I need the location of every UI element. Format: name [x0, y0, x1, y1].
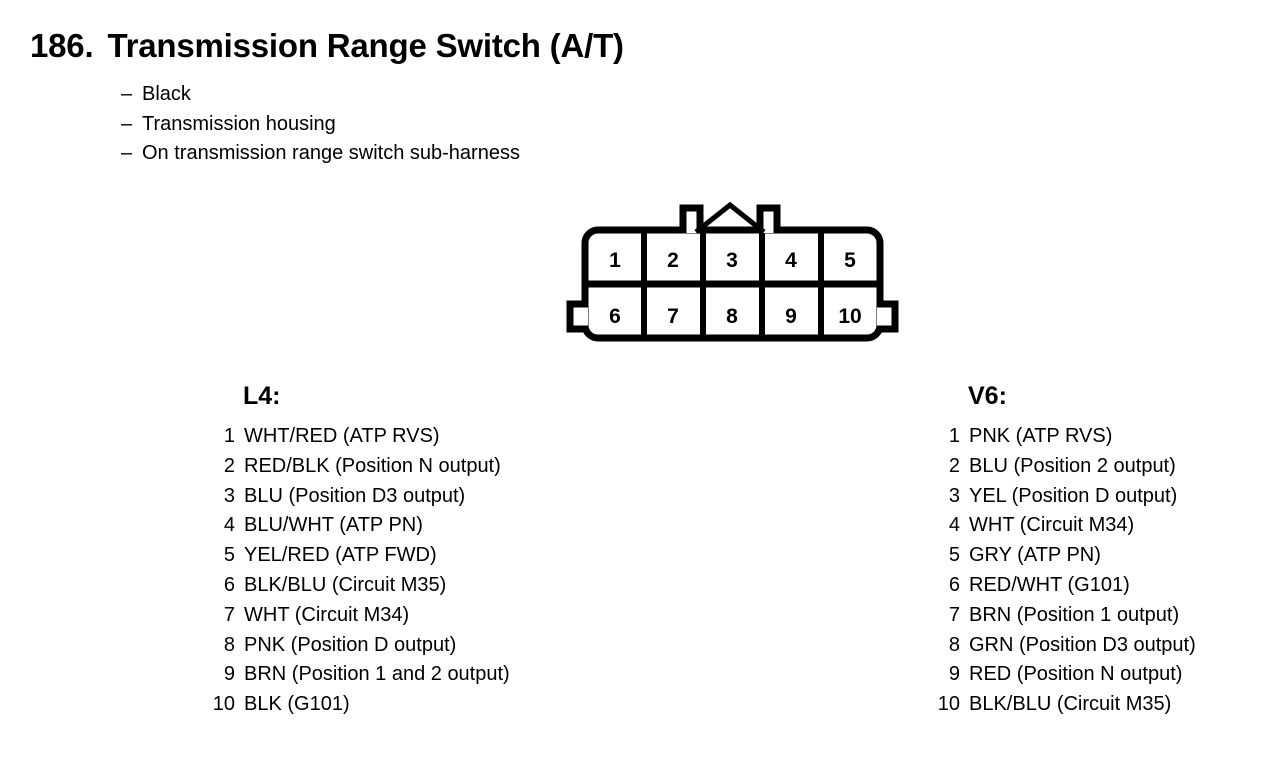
- pinout-pin-desc: GRY (ATP PN): [969, 544, 1101, 567]
- connector-pin-7: 7: [667, 305, 679, 328]
- pinout-row: 7 BRN (Position 1 output): [930, 601, 1196, 631]
- connector-pin-5: 5: [844, 249, 856, 272]
- pinout-pin-number: 7: [223, 603, 235, 626]
- dash-bullet-icon: –: [121, 142, 133, 164]
- dash-bullet-icon: –: [121, 83, 133, 105]
- pinout-row: 4 BLU/WHT (ATP PN): [205, 511, 510, 541]
- connector-keying-peak: [694, 201, 766, 234]
- pinout-row: 2 RED/BLK (Position N output): [205, 452, 510, 482]
- pinout-pin-number: 3: [948, 484, 960, 507]
- pinout-row: 3 YEL (Position D output): [930, 482, 1196, 512]
- connector-diagram: 1 2 3 4 5 6 7 8 9 10: [565, 198, 905, 348]
- pinout-pin-desc: BLK/BLU (Circuit M35): [969, 693, 1172, 716]
- pinout-pin-number: 8: [948, 633, 960, 656]
- pinout-row: 10 BLK/BLU (Circuit M35): [930, 690, 1196, 720]
- pinout-row: 10 BLK (G101): [205, 690, 510, 720]
- pinout-pin-number: 2: [223, 454, 235, 477]
- pinout-row: 2 BLU (Position 2 output): [930, 452, 1196, 482]
- connector-note-text: Transmission housing: [142, 112, 336, 135]
- pinout-pin-number: 10: [212, 693, 235, 716]
- pinout-pin-desc: BLK/BLU (Circuit M35): [244, 573, 447, 596]
- pinout-row: 6 BLK/BLU (Circuit M35): [205, 571, 510, 601]
- connector-top-tab-right: [756, 204, 781, 233]
- connector-pin-10: 10: [838, 305, 861, 328]
- pinout-pin-number: 1: [223, 425, 235, 447]
- pinout-pin-desc: YEL (Position D output): [969, 484, 1178, 507]
- pinout-pin-desc: GRN (Position D3 output): [969, 633, 1196, 656]
- pinout-pin-desc: YEL/RED (ATP FWD): [244, 544, 437, 567]
- pinout-pin-desc: BLU/WHT (ATP PN): [244, 514, 423, 537]
- pinout-table-v6: V6: 1 PNK (ATP RVS) 2 BLU (Position 2 outp…: [930, 383, 1196, 720]
- pinout-pin-number: 3: [223, 484, 235, 507]
- connector-top-tab-left: [679, 204, 704, 233]
- pinout-row: 1 WHT/RED (ATP RVS): [205, 422, 510, 452]
- pinout-row: 3 BLU (Position D3 output): [205, 482, 510, 512]
- pinout-row: 4 WHT (Circuit M34): [930, 511, 1196, 541]
- pinout-pin-number: 6: [223, 573, 235, 596]
- pinout-pin-desc: BRN (Position 1 output): [969, 603, 1180, 626]
- page-title: 186. Transmission Range Switch (A/T): [30, 27, 624, 65]
- pinout-row: 8 PNK (Position D output): [205, 631, 510, 661]
- pinout-pin-number: 9: [223, 663, 235, 686]
- connector-pin-6: 6: [609, 305, 621, 328]
- pinout-pin-desc: PNK (ATP RVS): [969, 425, 1113, 447]
- pinout-row: 5 YEL/RED (ATP FWD): [205, 541, 510, 571]
- pinout-row: 8 GRN (Position D3 output): [930, 631, 1196, 661]
- dash-bullet-icon: –: [121, 112, 133, 135]
- pinout-pin-number: 7: [948, 603, 960, 626]
- pinout-row: 9 BRN (Position 1 and 2 output): [205, 660, 510, 690]
- pinout-pin-number: 8: [223, 633, 235, 656]
- pinout-pin-desc: WHT (Circuit M34): [244, 603, 410, 626]
- connector-pin-4: 4: [785, 249, 797, 272]
- pinout-pin-number: 4: [223, 514, 235, 537]
- pinout-pin-desc: BLU (Position 2 output): [969, 454, 1176, 477]
- pinout-row: 1 PNK (ATP RVS): [930, 422, 1196, 452]
- pinout-row: 7 WHT (Circuit M34): [205, 601, 510, 631]
- pinout-pin-desc: RED (Position N output): [969, 663, 1183, 686]
- connector-pin-3: 3: [726, 249, 738, 272]
- pinout-pin-desc: BLK (G101): [244, 693, 350, 716]
- connector-note: –Black: [121, 80, 520, 110]
- pinout-pin-desc: WHT/RED (ATP RVS): [244, 425, 440, 447]
- page-title-text: Transmission Range Switch (A/T): [107, 27, 624, 64]
- pinout-pin-desc: BLU (Position D3 output): [244, 484, 466, 507]
- pinout-pin-number: 4: [948, 514, 960, 537]
- pinout-pin-number: 5: [948, 544, 960, 567]
- connector-pin-9: 9: [785, 305, 797, 328]
- pinout-pin-desc: BRN (Position 1 and 2 output): [244, 663, 510, 686]
- pinout-row: 5 GRY (ATP PN): [930, 541, 1196, 571]
- pinout-pin-number: 10: [937, 693, 960, 716]
- page-title-number: 186.: [30, 27, 94, 64]
- connector-note: –Transmission housing: [121, 110, 520, 140]
- pinout-rows-l4: 1 WHT/RED (ATP RVS) 2 RED/BLK (Position N …: [205, 422, 510, 720]
- connector-note-text: On transmission range switch sub-harness: [142, 142, 520, 164]
- pinout-pin-number: 6: [948, 573, 960, 596]
- pinout-heading-v6: V6:: [968, 382, 1007, 410]
- pinout-pin-desc: PNK (Position D output): [244, 633, 457, 656]
- pinout-pin-number: 5: [223, 544, 235, 567]
- connector-right-tab: [877, 300, 899, 333]
- connector-pin-1: 1: [609, 249, 621, 272]
- connector-pin-8: 8: [726, 305, 738, 328]
- pinout-pin-number: 1: [948, 425, 960, 447]
- connector-notes-list: –Black –Transmission housing –On transmi…: [121, 80, 520, 169]
- connector-note: –On transmission range switch sub-harnes…: [121, 139, 520, 169]
- pinout-pin-desc: WHT (Circuit M34): [969, 514, 1135, 537]
- pinout-row: 9 RED (Position N output): [930, 660, 1196, 690]
- connector-svg: 1 2 3 4 5 6 7 8 9 10: [566, 201, 899, 342]
- connector-left-tab: [566, 300, 588, 333]
- pinout-row: 6 RED/WHT (G101): [930, 571, 1196, 601]
- pinout-pin-number: 9: [948, 663, 960, 686]
- connector-note-text: Black: [142, 83, 191, 105]
- pinout-pin-desc: RED/BLK (Position N output): [244, 454, 501, 477]
- connector-pin-2: 2: [667, 249, 679, 272]
- pinout-pin-desc: RED/WHT (G101): [969, 573, 1130, 596]
- pinout-heading-l4: L4:: [243, 382, 281, 410]
- pinout-table-l4: L4: 1 WHT/RED (ATP RVS) 2 RED/BLK (Positio…: [205, 383, 510, 720]
- pinout-pin-number: 2: [948, 454, 960, 477]
